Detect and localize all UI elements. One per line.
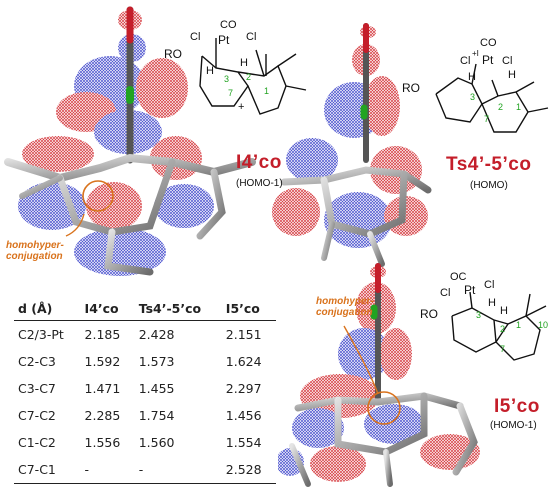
table-cell: - bbox=[80, 456, 135, 484]
table-row: C1-C2 1.556 1.560 1.554 bbox=[14, 429, 276, 456]
structure-ro-label: RO bbox=[420, 307, 438, 321]
structure-pt-label: Pt bbox=[482, 53, 494, 67]
structure-oc-label: OC bbox=[450, 271, 467, 283]
label-homohyper-left: homohyper- conjugation bbox=[6, 240, 64, 262]
structure-num-7: 7 bbox=[228, 88, 233, 98]
table-cell: 1.754 bbox=[138, 408, 175, 423]
structure-h-right: H bbox=[500, 305, 508, 317]
structure-cl-right: Cl bbox=[246, 31, 256, 43]
table-cell: C2/3-Pt bbox=[18, 327, 64, 342]
structure-num-3: 3 bbox=[470, 92, 475, 102]
table-cell: 2.297 bbox=[225, 381, 262, 396]
structure-num-3: 3 bbox=[476, 310, 481, 320]
table-cell: - bbox=[134, 456, 222, 484]
label-homo: (HOMO) bbox=[470, 180, 508, 191]
table-cell: 1.560 bbox=[138, 435, 175, 450]
structure-h-left: H bbox=[468, 71, 476, 83]
orbital-render-ts45co bbox=[272, 23, 432, 267]
table-cell: 2.185 bbox=[84, 327, 121, 342]
orbital-render-i5co bbox=[278, 263, 480, 487]
table-row: C3-C7 1.471 1.455 2.297 bbox=[14, 375, 276, 402]
distance-table: d (Å) I4’co Ts4’-5’co I5’co C2/3-Pt 2.18… bbox=[14, 296, 276, 484]
homohyper-circle-right bbox=[367, 391, 401, 425]
structure-cl-left: Cl bbox=[460, 55, 470, 67]
structure-ro-label: RO bbox=[402, 81, 420, 95]
table-cell: 1.573 bbox=[138, 354, 175, 369]
label-homohyper-right: homohyper- conjugation bbox=[316, 296, 374, 318]
table-cell: C2-C3 bbox=[18, 354, 56, 369]
table-cell: C7-C2 bbox=[18, 408, 56, 423]
table-cell: C3-C7 bbox=[18, 381, 56, 396]
table-header: Ts4’-5’co bbox=[134, 296, 222, 321]
label-i5co: I5’co bbox=[494, 396, 540, 417]
table-cell: 2.151 bbox=[225, 327, 262, 342]
structure-ts45co: CO +I Cl Pt Cl RO H H 3 2 7 1 bbox=[402, 37, 549, 133]
label-homo1-top: (HOMO-1) bbox=[236, 178, 283, 189]
table-cell: 1.471 bbox=[84, 381, 121, 396]
table-cell: 2.528 bbox=[221, 456, 276, 484]
table-cell: 1.592 bbox=[84, 354, 121, 369]
structure-h-left: H bbox=[488, 297, 496, 309]
table-cell: C7-C1 bbox=[14, 456, 81, 484]
structure-plus-minus: +I bbox=[472, 49, 479, 58]
table-cell: 1.455 bbox=[138, 381, 175, 396]
structure-num-7: 7 bbox=[500, 344, 505, 354]
table-row: C7-C1 - - 2.528 bbox=[14, 456, 276, 484]
structure-cl-left: Cl bbox=[190, 31, 200, 43]
structure-num-10: 10 bbox=[538, 320, 548, 330]
table-cell: 1.456 bbox=[225, 408, 262, 423]
structure-h-left: H bbox=[206, 65, 214, 77]
label-homo1-bottom: (HOMO-1) bbox=[490, 420, 537, 431]
table-cell: 2.285 bbox=[84, 408, 121, 423]
table-header: I4’co bbox=[80, 296, 135, 321]
structure-num-2: 2 bbox=[500, 324, 505, 334]
table-cell: 2.428 bbox=[138, 327, 175, 342]
table-header-row: d (Å) I4’co Ts4’-5’co I5’co bbox=[14, 296, 276, 321]
structure-cl-right: Cl bbox=[502, 55, 512, 67]
structure-num-2: 2 bbox=[246, 72, 251, 82]
table-cell: 1.554 bbox=[225, 435, 262, 450]
table-header: I5’co bbox=[221, 296, 276, 321]
table-header: d (Å) bbox=[14, 296, 81, 321]
structure-num-2: 2 bbox=[498, 102, 503, 112]
structure-h-right: H bbox=[240, 57, 248, 69]
orbital-render-i4co bbox=[4, 6, 256, 276]
structure-num-1: 1 bbox=[516, 320, 521, 330]
label-i4co: I4’co bbox=[236, 152, 282, 173]
structure-ro-label: RO bbox=[164, 47, 182, 61]
structure-num-7: 7 bbox=[484, 114, 489, 124]
structure-i4co: RO CO Cl Pt Cl H H 3 2 7 1 + bbox=[164, 19, 307, 115]
structure-num-1: 1 bbox=[516, 102, 521, 112]
table-row: C2-C3 1.592 1.573 1.624 bbox=[14, 348, 276, 375]
homohyper-circle-left bbox=[82, 180, 114, 212]
structure-num-3: 3 bbox=[224, 74, 229, 84]
table-cell: C1-C2 bbox=[18, 435, 56, 450]
structure-pt-label: Pt bbox=[464, 283, 476, 297]
table-cell: 1.624 bbox=[225, 354, 262, 369]
table-row: C2/3-Pt 2.185 2.428 2.151 bbox=[14, 321, 276, 349]
table-row: C7-C2 2.285 1.754 1.456 bbox=[14, 402, 276, 429]
structure-pt-label: Pt bbox=[218, 33, 230, 47]
structure-co-label: CO bbox=[220, 19, 237, 31]
label-ts45co: Ts4’-5’co bbox=[446, 154, 532, 175]
structure-plus: + bbox=[238, 101, 244, 113]
table-cell: 1.556 bbox=[84, 435, 121, 450]
structure-i5co: OC Cl Pt Cl RO H H 3 2 1 7 10 bbox=[420, 271, 548, 361]
structure-cl-left: Cl bbox=[440, 287, 450, 299]
structure-co-label: CO bbox=[480, 37, 497, 49]
structure-cl-right: Cl bbox=[484, 279, 494, 291]
structure-num-1: 1 bbox=[264, 86, 269, 96]
structure-h-right: H bbox=[508, 69, 516, 81]
